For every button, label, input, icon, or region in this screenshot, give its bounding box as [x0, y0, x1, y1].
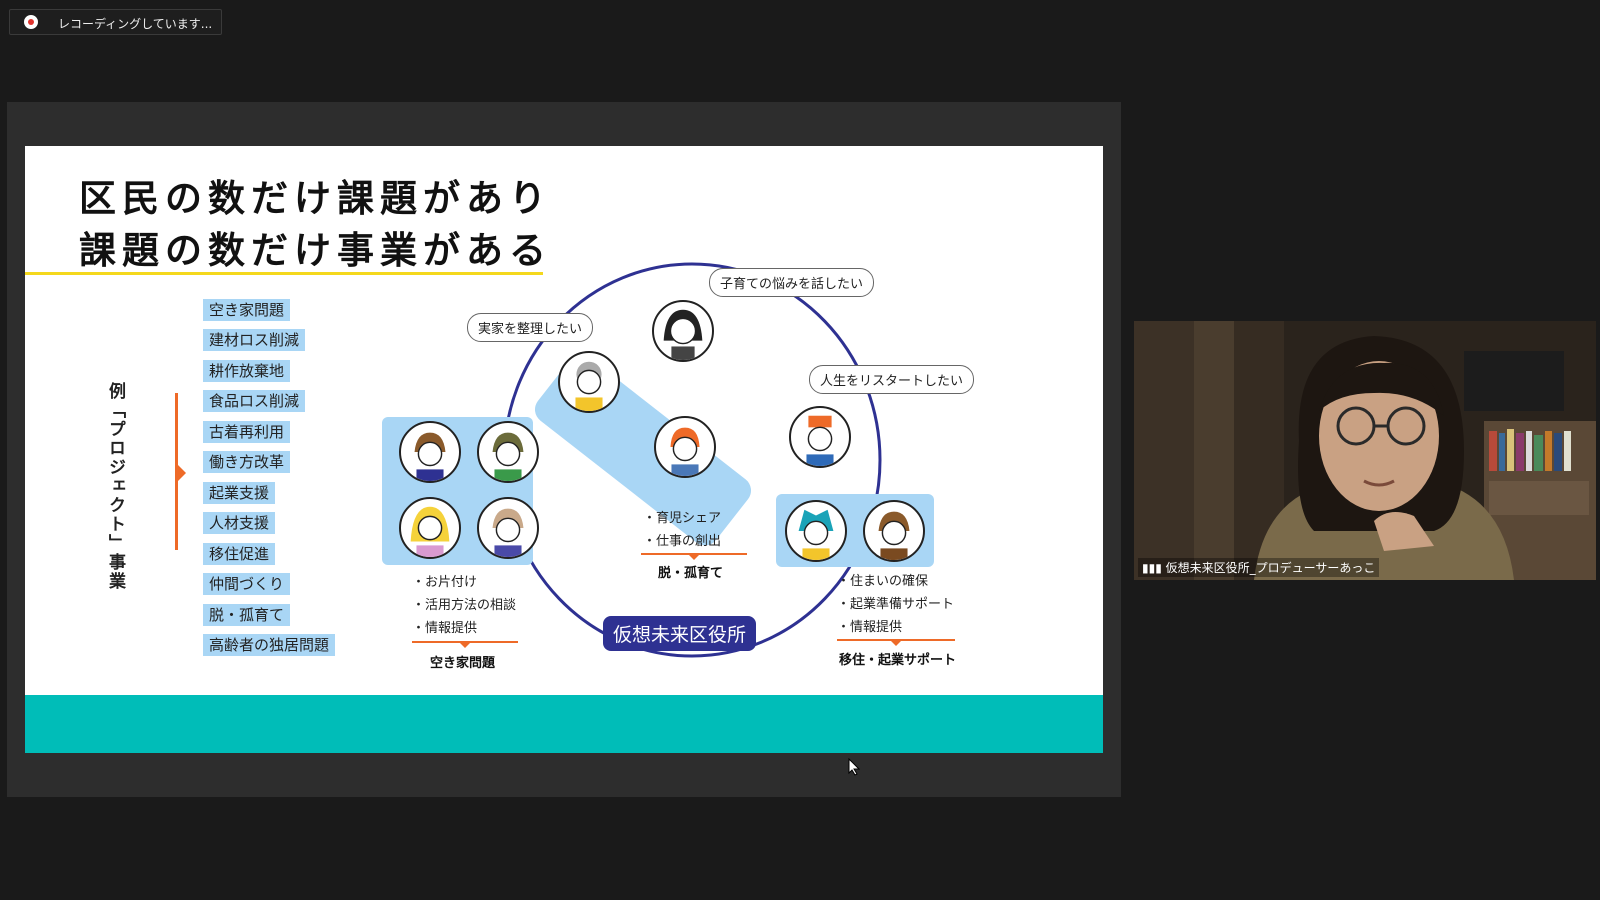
city-office-label: 仮想未来区役所 — [603, 616, 757, 651]
recording-indicator[interactable]: レコーディングしています... — [9, 9, 222, 35]
project-tag: 脱・孤育て — [203, 604, 291, 626]
avatar-man-brown — [399, 421, 461, 483]
avatar-parent — [652, 300, 714, 362]
speech-bubble-restart: 人生をリスタートしたい — [809, 365, 975, 394]
akiya-underline — [412, 641, 518, 648]
speech-bubble-organize: 実家を整理したい — [467, 313, 594, 342]
project-tag: 移住促進 — [203, 543, 276, 565]
signal-strength-icon: ▮▮▮ — [1142, 561, 1166, 575]
mouse-pointer-icon — [848, 757, 861, 780]
akiya-caption: 空き家問題 — [430, 656, 496, 671]
bracket-arrow-icon — [177, 464, 186, 482]
recording-label: レコーディングしています... — [58, 17, 213, 31]
slide-footer-bar — [25, 695, 1103, 753]
webcam-video[interactable]: ▮▮▮ 仮想未来区役所_プロデューサーあっこ — [1134, 321, 1596, 580]
project-tag: 人材支援 — [203, 512, 276, 534]
avatar-migrant-brown — [863, 500, 925, 562]
project-tag: 古着再利用 — [203, 421, 291, 443]
bullet-item: ・育児シェア — [643, 511, 722, 526]
shared-screen: 区民の数だけ課題があり 課題の数だけ事業がある 例「プロジェクト」事業 空き家問… — [7, 102, 1121, 797]
avatar-woman-blonde — [399, 497, 461, 559]
project-tag: 高齢者の独居問題 — [203, 634, 336, 656]
project-tag: 仲間づくり — [203, 573, 291, 595]
avatar-man-olive — [477, 421, 539, 483]
project-vertical-label: 例「プロジェクト」事業 — [105, 382, 125, 591]
project-tag: 食品ロス削減 — [203, 390, 306, 412]
akiya-bullets: ・お片付け ・活用方法の相談 ・情報提供 — [412, 571, 516, 640]
bracket-line — [175, 393, 178, 550]
parenting-underline — [641, 553, 747, 560]
migration-bullets: ・住まいの確保 ・起業準備サポート ・情報提供 — [837, 570, 954, 639]
avatar-restart — [789, 406, 851, 468]
project-tag: 空き家問題 — [203, 299, 291, 321]
project-tag: 耕作放棄地 — [203, 360, 291, 382]
slide-title-line1: 区民の数だけ課題があり — [79, 177, 552, 220]
migration-underline — [837, 639, 955, 646]
bullet-item: ・お片付け — [412, 575, 478, 590]
webcam-image — [1134, 321, 1596, 580]
bullet-item: ・活用方法の相談 — [412, 598, 517, 613]
avatar-elder — [558, 351, 620, 413]
bullet-item: ・仕事の創出 — [643, 534, 722, 549]
avatar-young — [654, 416, 716, 478]
speech-bubble-parenting: 子育ての悩みを話したい — [709, 268, 875, 297]
bullet-item: ・起業準備サポート — [837, 597, 955, 612]
avatar-man-gray — [477, 497, 539, 559]
title-underline — [25, 272, 543, 275]
migration-caption: 移住・起業サポート — [839, 653, 957, 668]
community-diagram: 子育ての悩みを話したい 実家を整理したい 人生をリスタートしたい ・お片付け ・… — [25, 146, 1103, 753]
avatar-migrant-teal — [785, 500, 847, 562]
bullet-item: ・住まいの確保 — [837, 574, 929, 589]
record-icon — [24, 15, 38, 29]
bullet-item: ・情報提供 — [837, 620, 903, 635]
bullet-item: ・情報提供 — [412, 621, 478, 636]
participant-name-label: ▮▮▮ 仮想未来区役所_プロデューサーあっこ — [1138, 558, 1380, 577]
parenting-caption: 脱・孤育て — [658, 566, 724, 581]
participant-name: 仮想未来区役所_プロデューサーあっこ — [1165, 561, 1376, 575]
presentation-slide: 区民の数だけ課題があり 課題の数だけ事業がある 例「プロジェクト」事業 空き家問… — [25, 146, 1103, 753]
project-tag: 起業支援 — [203, 482, 276, 504]
project-tag: 働き方改革 — [203, 451, 291, 473]
project-tag: 建材ロス削減 — [203, 329, 306, 351]
parenting-bullets: ・育児シェア ・仕事の創出 — [643, 507, 721, 553]
slide-title-line2: 課題の数だけ事業がある — [79, 229, 552, 272]
